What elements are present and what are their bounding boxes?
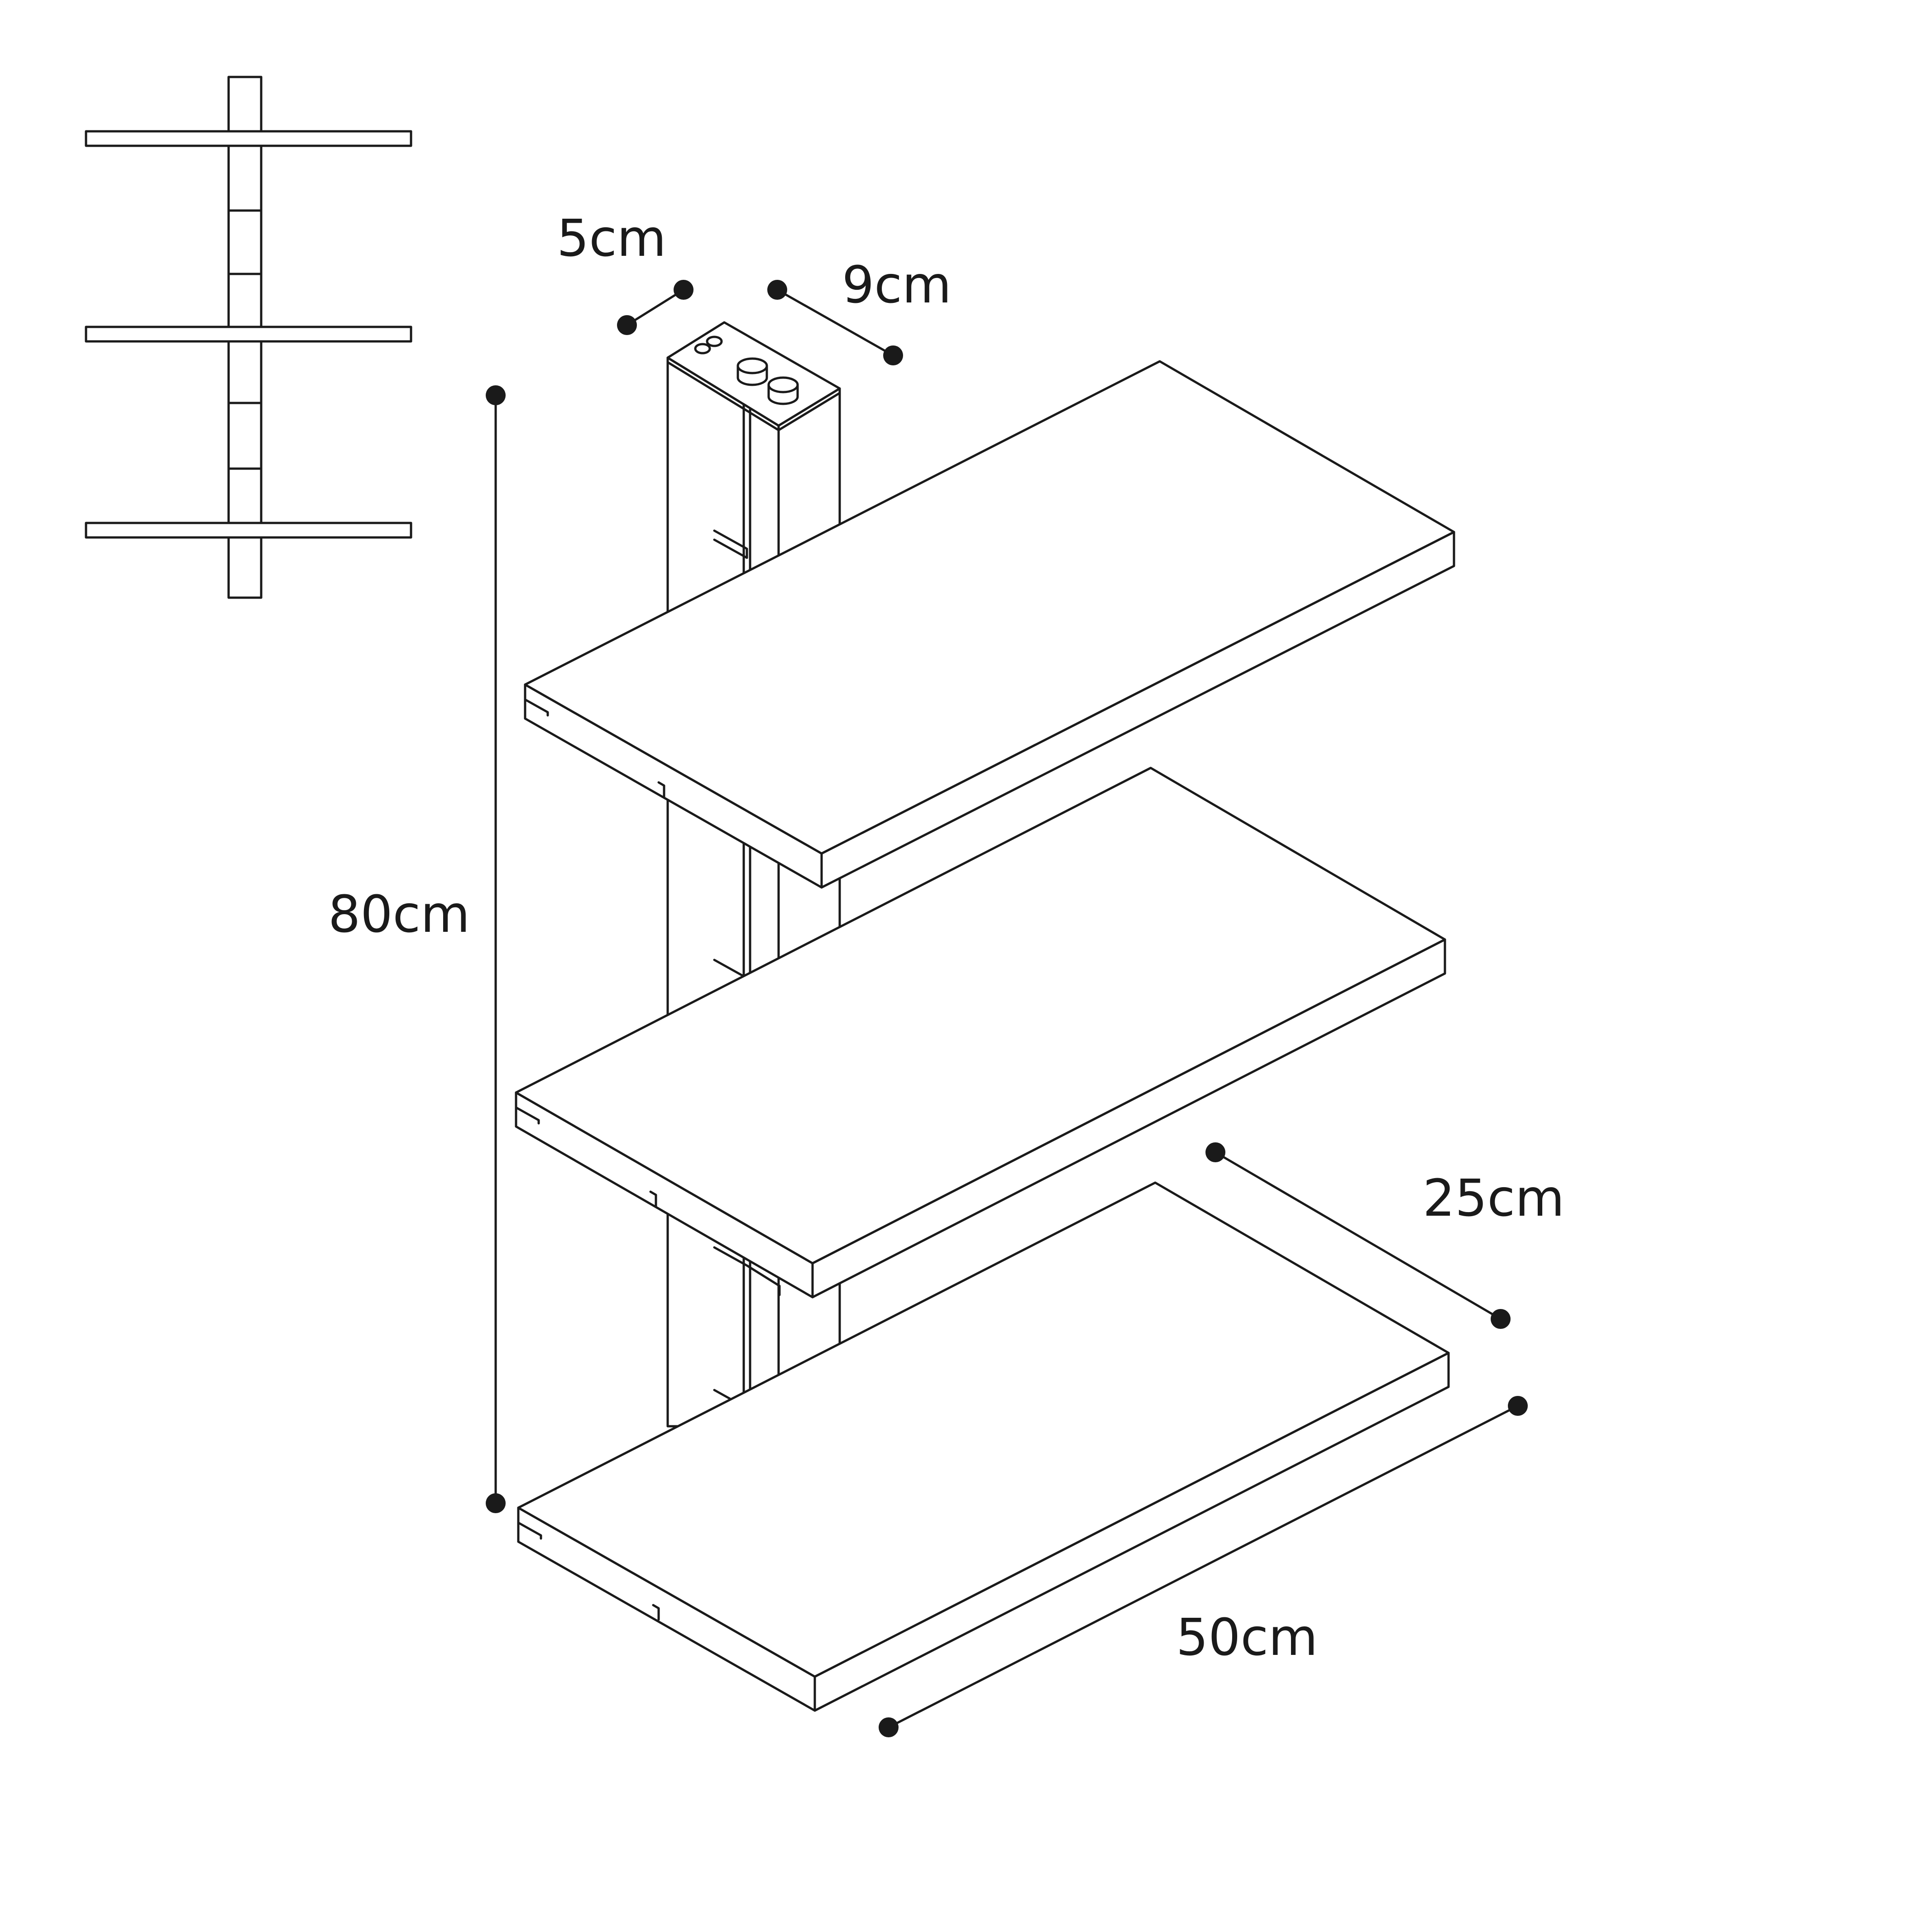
dimension-post-depth: 5cm bbox=[557, 209, 693, 335]
shelf-middle bbox=[515, 767, 1446, 1299]
hex-bolt-icon bbox=[736, 357, 799, 405]
shelf-top bbox=[524, 360, 1455, 889]
dimension-shelf-depth: 25cm bbox=[1205, 1142, 1564, 1329]
dimension-post-width: 9cm bbox=[767, 256, 952, 365]
label-post-width: 9cm bbox=[842, 256, 952, 315]
dimension-shelf-width: 50cm bbox=[879, 1396, 1528, 1737]
label-total-height: 80cm bbox=[328, 885, 470, 944]
front-elevation-shelf-icon bbox=[85, 76, 412, 599]
label-post-depth: 5cm bbox=[557, 209, 666, 268]
label-shelf-depth: 25cm bbox=[1423, 1169, 1564, 1228]
label-shelf-width: 50cm bbox=[1176, 1608, 1318, 1667]
shelf-bottom bbox=[517, 1181, 1450, 1712]
dimension-total-height: 80cm bbox=[328, 385, 506, 1513]
